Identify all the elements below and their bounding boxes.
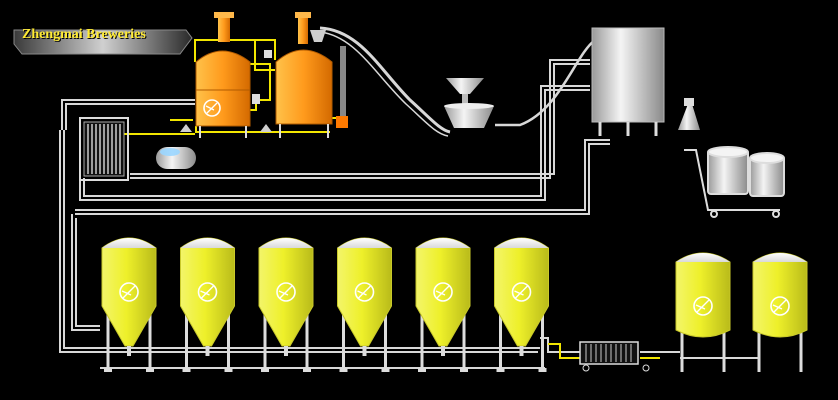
water-treatment-tank (591, 27, 665, 136)
beer-filter (579, 341, 650, 372)
pump-left (180, 124, 192, 132)
malt-mill (444, 78, 494, 128)
wort-kettle (275, 12, 346, 138)
brewhouse (180, 12, 348, 138)
mash-lauter-tun (195, 12, 251, 138)
cip-cart (684, 146, 785, 218)
bright-tank-row (675, 252, 808, 372)
fermenter-tank-2 (180, 237, 235, 372)
filter-hopper (678, 98, 700, 130)
bright-beer-tank-2 (752, 252, 808, 372)
fermenter-tank-3 (258, 237, 314, 372)
fermenter-tank-1 (101, 237, 157, 372)
brand-name: Zhengmai Breweries (22, 27, 146, 42)
bright-beer-tank-1 (675, 252, 731, 372)
plate-heat-exchanger (79, 117, 129, 181)
fermenter-row (101, 237, 549, 372)
fermenter-tank-5 (415, 237, 471, 372)
valve-a (252, 94, 260, 104)
fermenter-tank-6 (494, 237, 549, 372)
pipework (59, 26, 760, 369)
fermenter-tank-4 (337, 237, 392, 372)
valve-b (264, 50, 272, 58)
pump-mid (260, 124, 272, 132)
brand-banner (13, 29, 193, 55)
pump-unit (336, 116, 348, 128)
hot-water-tank (156, 147, 196, 169)
